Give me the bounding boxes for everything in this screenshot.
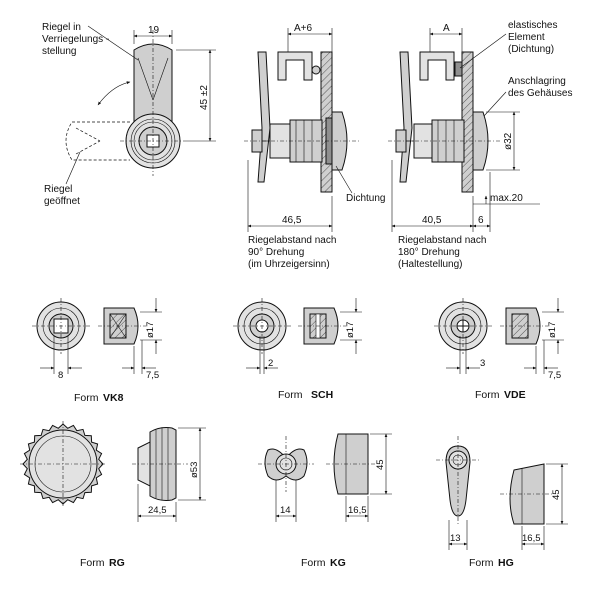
kg-dim-b: 16,5 <box>348 505 367 516</box>
form-kg: 45 14 16,5 Form KG <box>258 433 392 569</box>
label-latch-locked-1: Riegel in <box>42 22 81 33</box>
dim-max20: max.20 <box>490 193 523 204</box>
kg-dim-h: 45 <box>375 459 386 470</box>
label-latch-open-1: Riegel <box>44 184 72 195</box>
form-hg: 45 13 16,5 Form HG <box>436 436 568 569</box>
label-latch-locked-3: stellung <box>42 46 76 57</box>
label-seal: Dichtung <box>346 193 385 204</box>
label-ring-2: des Gehäuses <box>508 88 573 99</box>
form-vk8: 8 7,5 ø17 Form VK8 <box>32 298 162 404</box>
vk8-dim-a: 8 <box>58 370 63 381</box>
form-vde: 3 7,5 ø17 Form VDE <box>434 298 564 401</box>
sch-caption-code: SCH <box>311 389 333 401</box>
dim-6: 6 <box>478 215 484 226</box>
caption-180-line3: (Haltestellung) <box>398 259 462 270</box>
label-latch-locked-2: Verriegelungs - <box>42 34 109 45</box>
caption-90-line2: 90° Drehung <box>248 247 304 258</box>
vde-dim-d: ø17 <box>547 322 558 338</box>
caption-180-line2: 180° Drehung <box>398 247 460 258</box>
label-elastic-1: elastisches <box>508 20 557 31</box>
side-view-180: A ø32 40,5 6 max.20 elastisches Element … <box>388 20 573 270</box>
dim-40-5: 40,5 <box>422 215 442 226</box>
dim-19: 19 <box>148 25 160 36</box>
side-view-90: A+6 46,5 Dichtung Riegelabstand nach 90°… <box>244 23 385 270</box>
hg-dim-h: 45 <box>551 489 562 500</box>
vk8-caption-prefix: Form <box>74 392 99 404</box>
rg-caption-prefix: Form <box>80 557 105 569</box>
form-sch: 2 ø17 Form SCH <box>233 298 362 401</box>
label-elastic-3: (Dichtung) <box>508 44 554 55</box>
label-ring-1: Anschlagring <box>508 76 566 87</box>
latch-front-view: 19 45 ±2 Riegel in Verriegelungs - stell… <box>42 22 216 207</box>
label-elastic-2: Element <box>508 32 545 43</box>
kg-caption-prefix: Form <box>301 557 326 569</box>
rg-dim-d: ø53 <box>189 462 200 478</box>
rg-caption-code: RG <box>109 557 125 569</box>
dim-46-5: 46,5 <box>282 215 302 226</box>
hg-dim-b: 16,5 <box>522 533 541 544</box>
vde-caption-prefix: Form <box>475 389 500 401</box>
vk8-dim-d: ø17 <box>145 322 156 338</box>
dim-a: A <box>443 23 450 34</box>
caption-90-line1: Riegelabstand nach <box>248 235 336 246</box>
kg-caption-code: KG <box>330 557 346 569</box>
vde-caption-code: VDE <box>504 389 526 401</box>
vk8-dim-b: 7,5 <box>146 370 159 381</box>
hg-caption-prefix: Form <box>469 557 494 569</box>
label-latch-open-2: geöffnet <box>44 196 80 207</box>
dim-45: 45 ±2 <box>199 85 210 110</box>
sch-dim-d: ø17 <box>345 322 356 338</box>
dim-d32: ø32 <box>503 132 514 150</box>
rg-dim-a: 24,5 <box>148 505 167 516</box>
vde-dim-b: 7,5 <box>548 370 561 381</box>
sch-dim-a: 2 <box>268 358 273 369</box>
hg-dim-a: 13 <box>450 533 461 544</box>
caption-180-line1: Riegelabstand nach <box>398 235 486 246</box>
vde-dim-a: 3 <box>480 358 485 369</box>
dim-a-plus-6: A+6 <box>294 23 313 34</box>
hg-caption-code: HG <box>498 557 514 569</box>
caption-90-line3: (im Uhrzeigersinn) <box>248 259 330 270</box>
sch-caption-prefix: Form <box>278 389 303 401</box>
form-rg: ø53 24,5 Form RG <box>20 421 206 569</box>
vk8-caption-code: VK8 <box>103 392 124 404</box>
kg-dim-a: 14 <box>280 505 291 516</box>
